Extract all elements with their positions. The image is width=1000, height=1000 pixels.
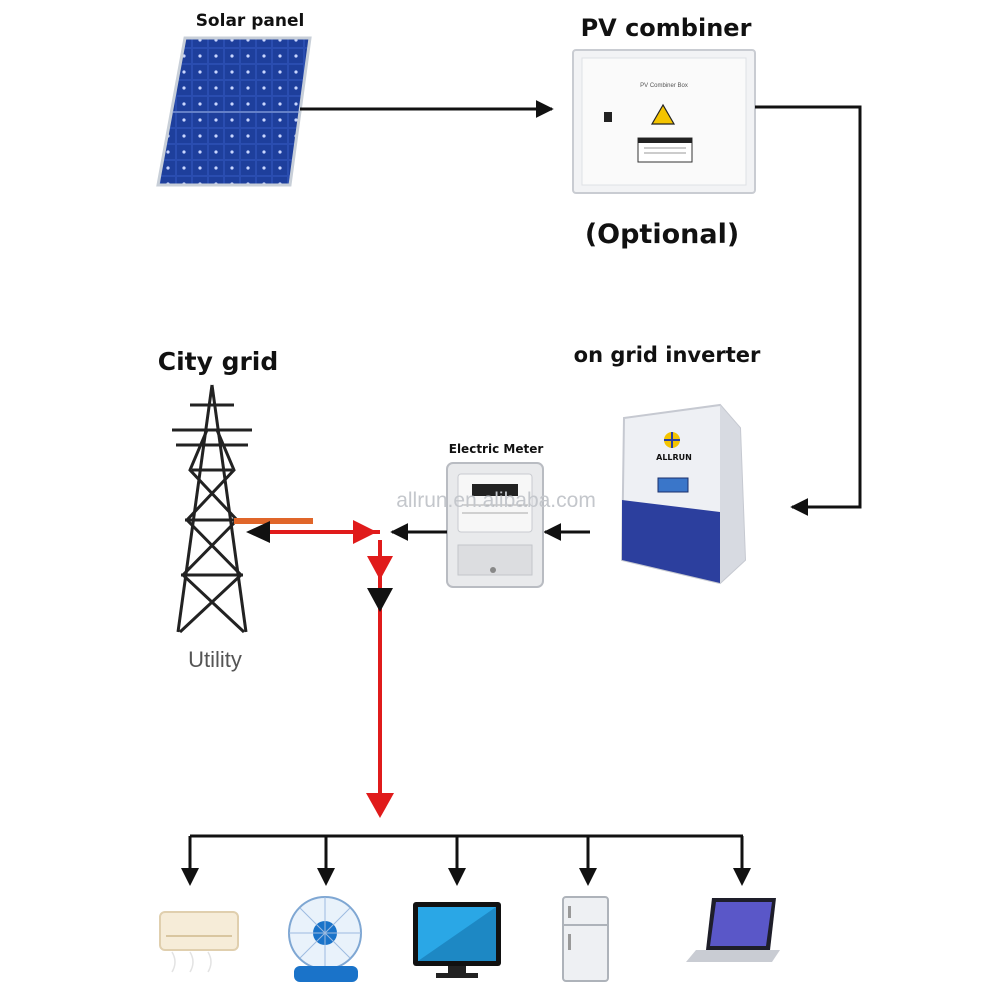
branch-arrows [188, 836, 744, 872]
inverter-icon [620, 403, 747, 585]
television-icon [413, 902, 501, 978]
fan-icon [288, 896, 362, 982]
laptop-icon [686, 898, 780, 962]
inverter-brand: ALLRUN [656, 453, 692, 462]
solar-panel-label: Solar panel [196, 11, 305, 31]
branch-arrowhead-ac [181, 868, 199, 886]
arrowhead-black-down [367, 588, 393, 612]
combiner-box-title: PV Combiner Box [640, 83, 688, 89]
branch-arrowhead-tv [448, 868, 466, 886]
arrowhead-grid-to-junction [353, 520, 377, 544]
refrigerator-icon [562, 896, 609, 982]
electric-meter-icon [446, 462, 544, 588]
arrowhead-to-grid [246, 521, 270, 543]
solar-panel-icon [156, 36, 312, 187]
combiner-box-icon [572, 49, 756, 194]
air-conditioner-icon [159, 911, 239, 973]
inverter-label: on grid inverter [574, 343, 761, 367]
warning-icon [650, 103, 676, 125]
branch-arrowhead-fridge [579, 868, 597, 886]
branch-arrowhead-laptop [733, 868, 751, 886]
arrowhead-red-down-1 [367, 556, 393, 580]
city-grid-label: City grid [158, 347, 279, 376]
utility-label: Utility [188, 647, 242, 672]
transmission-tower-icon [172, 384, 252, 634]
flow-arrow-combiner-to-inverter [755, 105, 862, 516]
optional-label: (Optional) [585, 219, 739, 250]
electric-meter-label: Electric Meter [449, 442, 544, 456]
branch-arrowhead-fan [317, 868, 335, 886]
pv-combiner-label: PV combiner [581, 14, 752, 42]
branch-arrowheads [181, 868, 751, 886]
watermark-text: allrun.en.alibaba.com [396, 489, 596, 512]
arrowhead-red-down-2 [366, 793, 394, 818]
